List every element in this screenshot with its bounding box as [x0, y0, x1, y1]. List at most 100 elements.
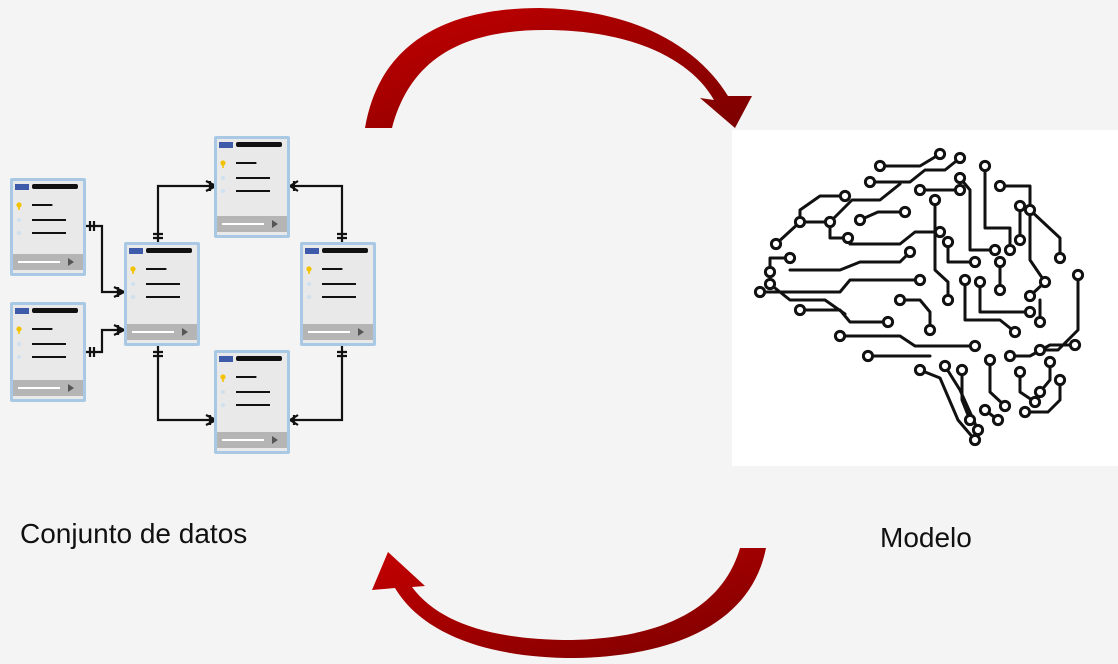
circuit-node — [991, 413, 1005, 427]
circuit-node — [933, 225, 947, 239]
schema-table-1 — [10, 178, 86, 276]
schema-table-6 — [214, 350, 290, 454]
model-background — [732, 130, 1118, 466]
circuit-node — [953, 151, 967, 165]
circuit-node — [968, 433, 982, 447]
circuit-node — [898, 205, 912, 219]
circuit-node — [1013, 199, 1027, 213]
schema-table-4 — [214, 136, 290, 238]
circuit-node — [933, 147, 947, 161]
circuit-node — [953, 171, 967, 185]
circuit-node — [763, 277, 777, 291]
circuit-node — [913, 273, 927, 287]
circuit-node — [841, 231, 855, 245]
database-schema-icon — [10, 136, 376, 454]
schema-table-5 — [300, 242, 376, 346]
circuit-node — [1033, 385, 1047, 399]
circuit-node — [763, 265, 777, 279]
circuit-node — [1038, 275, 1052, 289]
circuit-node — [853, 213, 867, 227]
circuit-node — [1023, 289, 1037, 303]
circuit-node — [988, 243, 1002, 257]
circuit-node — [881, 315, 895, 329]
circuit-trace — [988, 358, 1007, 408]
circuit-node — [993, 255, 1007, 269]
circuit-node — [1053, 251, 1067, 265]
circuit-node — [1013, 233, 1027, 247]
circuit-node — [1033, 343, 1047, 357]
circuit-node — [1028, 395, 1042, 409]
circuit-node — [753, 285, 767, 299]
circuit-node — [863, 175, 877, 189]
circuit-node — [838, 189, 852, 203]
circuit-trace — [933, 198, 950, 302]
circuit-trace — [798, 308, 890, 324]
circuit-node — [1068, 338, 1082, 352]
circuit-trace — [848, 230, 942, 246]
circuit-node — [1018, 405, 1032, 419]
circuit-node — [1053, 373, 1067, 387]
circuit-node — [903, 245, 917, 259]
circuit-trace — [998, 184, 1047, 298]
circuit-trace — [788, 250, 912, 272]
circuit-node — [1033, 315, 1047, 329]
circuit-node — [938, 359, 952, 373]
circuit-node — [1003, 243, 1017, 257]
circuit-trace — [898, 298, 932, 332]
circuit-trace — [958, 176, 997, 252]
circuit-node — [998, 399, 1012, 413]
circuit-trace — [983, 164, 1012, 252]
circuit-node — [941, 293, 955, 307]
circuit-node — [953, 183, 967, 197]
circuit-trace — [978, 280, 1032, 314]
curved-arrow-right-icon — [365, 8, 752, 128]
circuit-trace — [774, 182, 902, 246]
circuit-node — [968, 339, 982, 353]
circuit-node — [971, 423, 985, 437]
circuit-trace — [838, 334, 977, 348]
circuit-node — [793, 303, 807, 317]
circuit-node — [1013, 365, 1027, 379]
circuit-node — [1043, 355, 1057, 369]
circuit-node — [1008, 325, 1022, 339]
circuit-node — [1071, 268, 1085, 282]
circuit-trace — [878, 152, 942, 168]
circuit-node — [769, 237, 783, 251]
circuit-trace — [798, 194, 847, 224]
circuit-trace — [758, 278, 922, 294]
circuit-trace — [918, 368, 977, 442]
circuit-node — [973, 275, 987, 289]
circuit-node — [993, 179, 1007, 193]
curved-arrow-left-icon — [372, 548, 766, 658]
circuit-node — [1003, 349, 1017, 363]
circuit-trace — [963, 278, 1017, 334]
circuit-node — [823, 215, 837, 229]
circuit-node — [861, 349, 875, 363]
circuit-node — [968, 255, 982, 269]
circuit-node — [928, 193, 942, 207]
schema-table-2 — [10, 302, 86, 402]
circuit-trace — [868, 156, 962, 184]
model-label: Modelo — [880, 522, 972, 553]
circuit-brain-icon — [753, 147, 1085, 447]
circuit-node — [1023, 203, 1037, 217]
circuit-node — [955, 363, 969, 377]
circuit-node — [913, 363, 927, 377]
circuit-node — [983, 353, 997, 367]
circuit-node — [833, 329, 847, 343]
schema-table-3 — [124, 242, 200, 346]
circuit-node — [958, 273, 972, 287]
circuit-node — [941, 235, 955, 249]
circuit-trace — [960, 368, 972, 422]
circuit-node — [783, 251, 797, 265]
circuit-node — [923, 323, 937, 337]
circuit-node — [993, 283, 1007, 297]
dataset-label: Conjunto de datos — [20, 518, 248, 549]
circuit-node — [978, 159, 992, 173]
circuit-node — [913, 183, 927, 197]
circuit-node — [963, 413, 977, 427]
circuit-trace — [858, 210, 907, 222]
circuit-trace — [946, 240, 977, 264]
circuit-node — [1023, 305, 1037, 319]
